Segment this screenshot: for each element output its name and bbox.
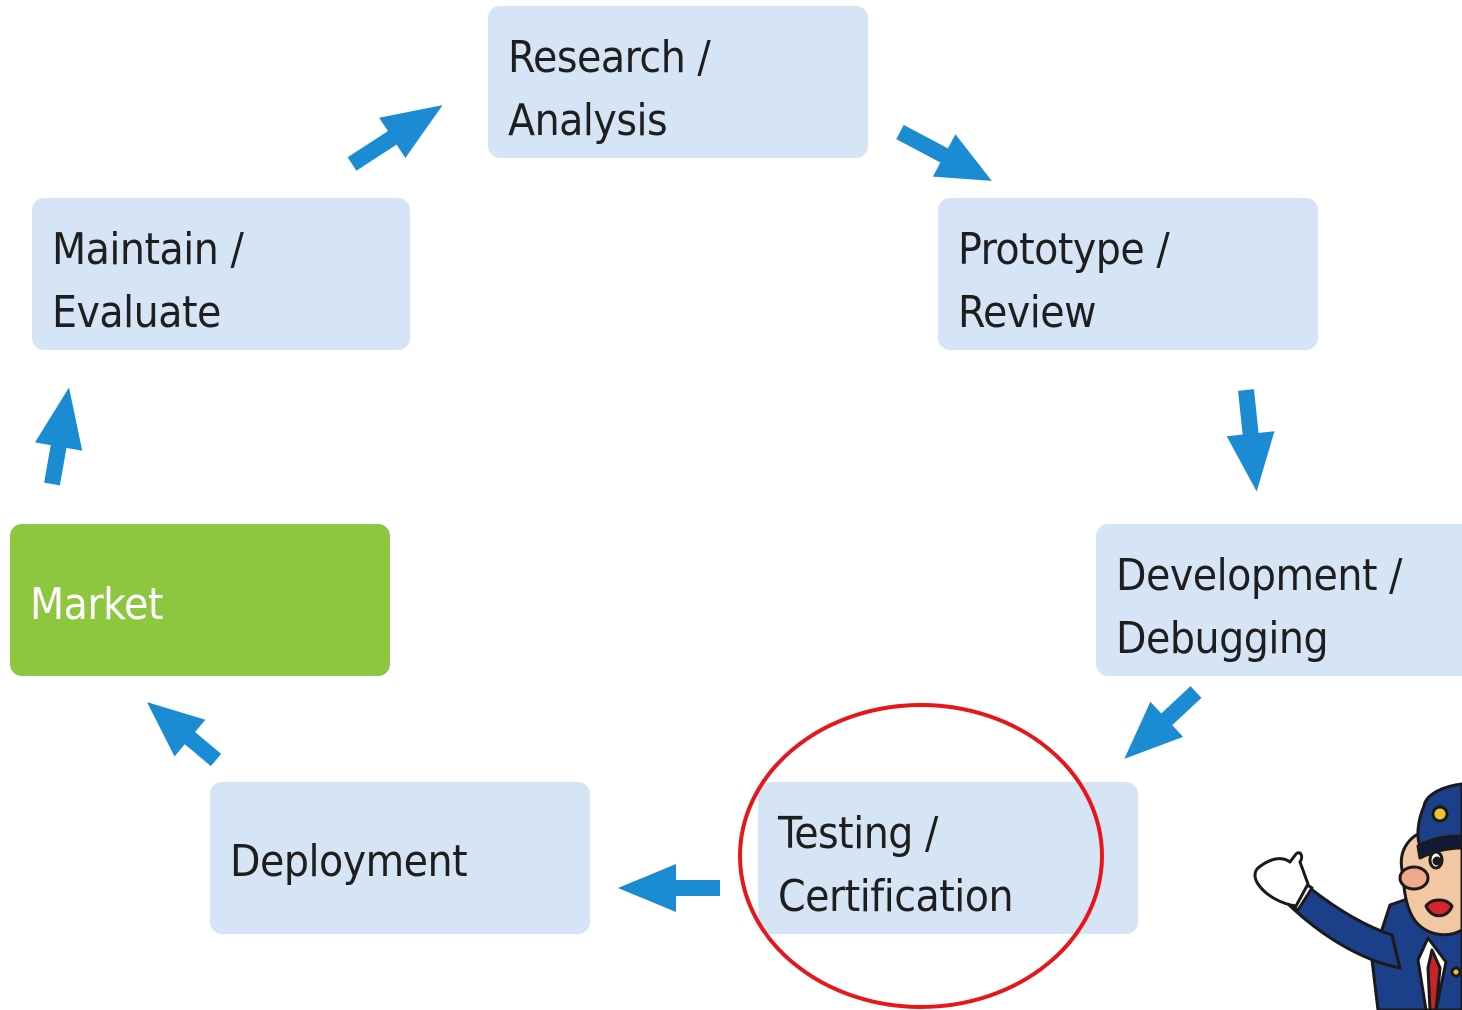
arrow-deployment-to-market [147, 702, 222, 767]
arrow-prototype-to-development [1226, 389, 1275, 492]
stage-development-line2: Debugging [1116, 613, 1329, 664]
stage-market: Market [10, 524, 390, 676]
stage-development-line1: Development / [1116, 550, 1402, 601]
arrow-maintain-to-research [347, 105, 443, 171]
arrow-research-to-prototype [896, 124, 992, 181]
stage-research-line2: Analysis [508, 95, 668, 146]
arrow-testing-to-deployment [618, 864, 720, 912]
stage-research-line1: Research / [508, 32, 711, 83]
stage-maintain: Maintain / Evaluate [32, 198, 410, 350]
stage-testing-line1: Testing / [778, 808, 938, 859]
stage-maintain-line1: Maintain / [52, 224, 244, 275]
stage-deployment-line1: Deployment [230, 836, 468, 887]
arrow-development-to-testing [1124, 686, 1202, 759]
stage-prototype-line1: Prototype / [958, 224, 1170, 275]
stage-prototype: Prototype / Review [938, 198, 1318, 350]
stage-research: Research / Analysis [488, 6, 868, 158]
stage-development: Development / Debugging [1096, 524, 1462, 676]
stage-maintain-line2: Evaluate [52, 287, 221, 338]
arrow-market-to-maintain [34, 387, 83, 486]
stage-deployment: Deployment [210, 782, 590, 934]
stage-market-line1: Market [30, 579, 163, 630]
stage-testing-line2: Certification [778, 871, 1014, 922]
stage-prototype-line2: Review [958, 287, 1097, 338]
stage-testing: Testing / Certification [758, 782, 1138, 934]
